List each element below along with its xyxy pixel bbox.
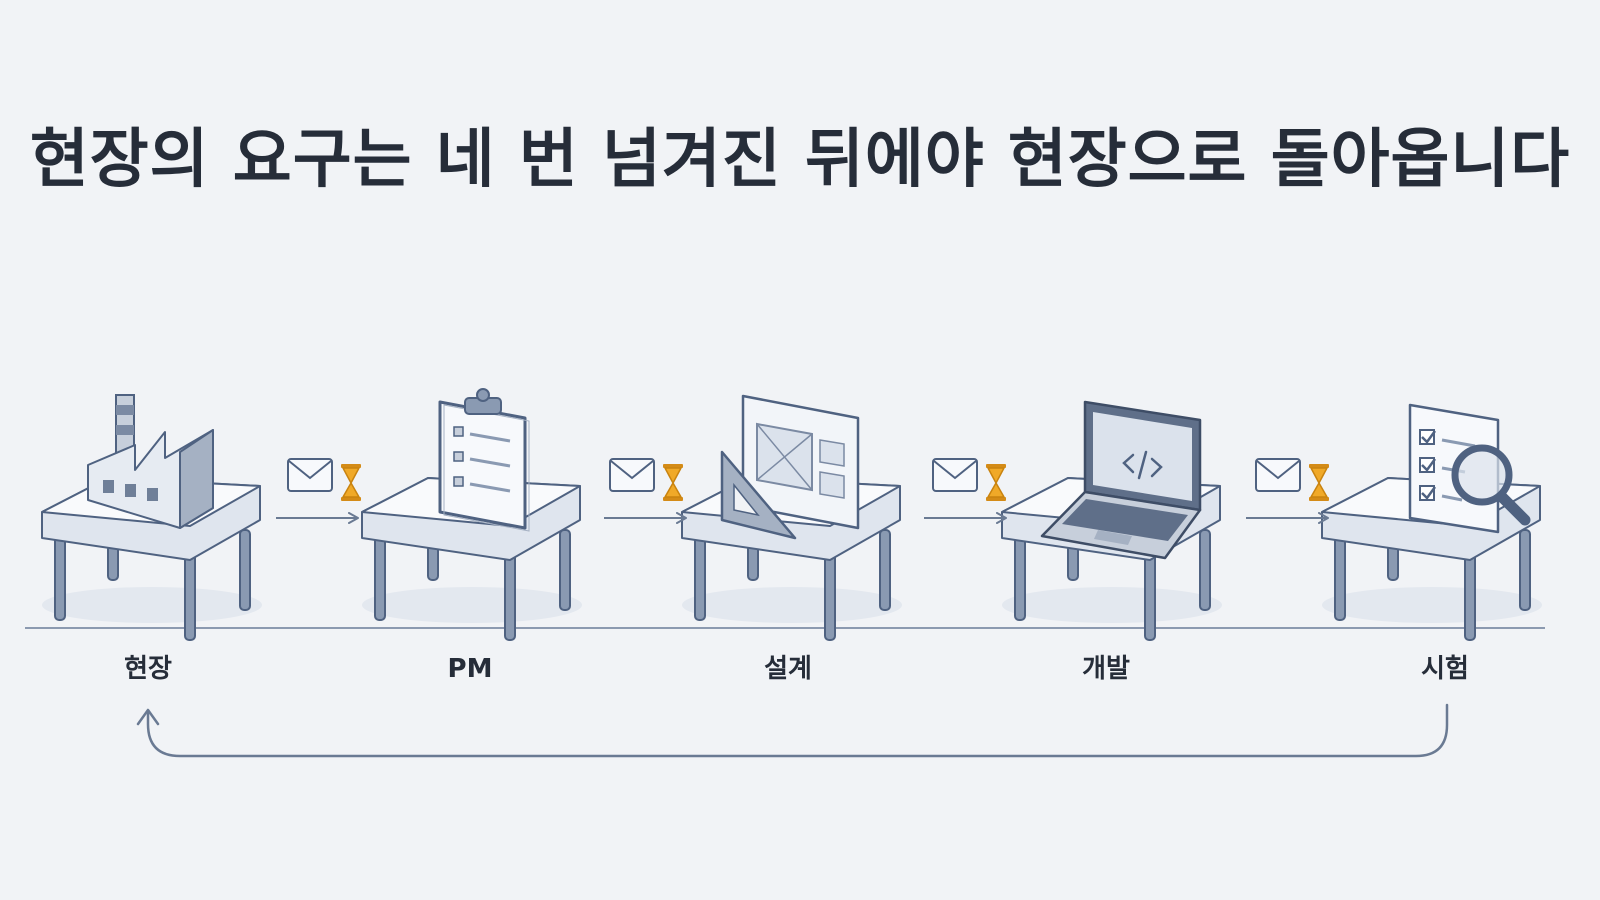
stage-pm: PM [361, 388, 582, 684]
stage-design: 설계 [681, 394, 902, 684]
hourglass-icon [1309, 464, 1329, 501]
handoff-4 [1246, 458, 1329, 524]
envelope-icon [932, 458, 978, 492]
hourglass-icon [986, 464, 1006, 501]
stage-field: 현장 [41, 394, 262, 684]
stage-development: 개발 [1001, 400, 1222, 684]
handoff-2 [604, 458, 687, 524]
clipboard-icon [438, 388, 530, 532]
blueprint-icon [720, 394, 860, 540]
laptop-icon [1040, 400, 1202, 560]
hourglass-icon [663, 464, 683, 501]
handoff-3 [924, 458, 1007, 524]
return-arrow-head [136, 708, 160, 726]
hourglass-icon [341, 464, 361, 501]
stage-test: 시험 [1321, 403, 1542, 684]
stage-label: 개발 [1082, 654, 1130, 684]
factory-icon [87, 394, 214, 529]
envelope-icon [287, 458, 333, 492]
return-loop-arrow [146, 703, 1449, 758]
stage-label: 시험 [1421, 654, 1469, 684]
stage-label: PM [448, 654, 493, 684]
checklist-magnifier-icon [1408, 403, 1531, 534]
stage-label: 설계 [764, 654, 812, 684]
handoff-1 [276, 458, 361, 524]
envelope-icon [609, 458, 655, 492]
stage-label: 현장 [124, 654, 172, 684]
envelope-icon [1255, 458, 1301, 492]
diagram-title: 현장의 요구는 네 번 넘겨진 뒤에야 현장으로 돌아옵니다 [29, 123, 1571, 197]
